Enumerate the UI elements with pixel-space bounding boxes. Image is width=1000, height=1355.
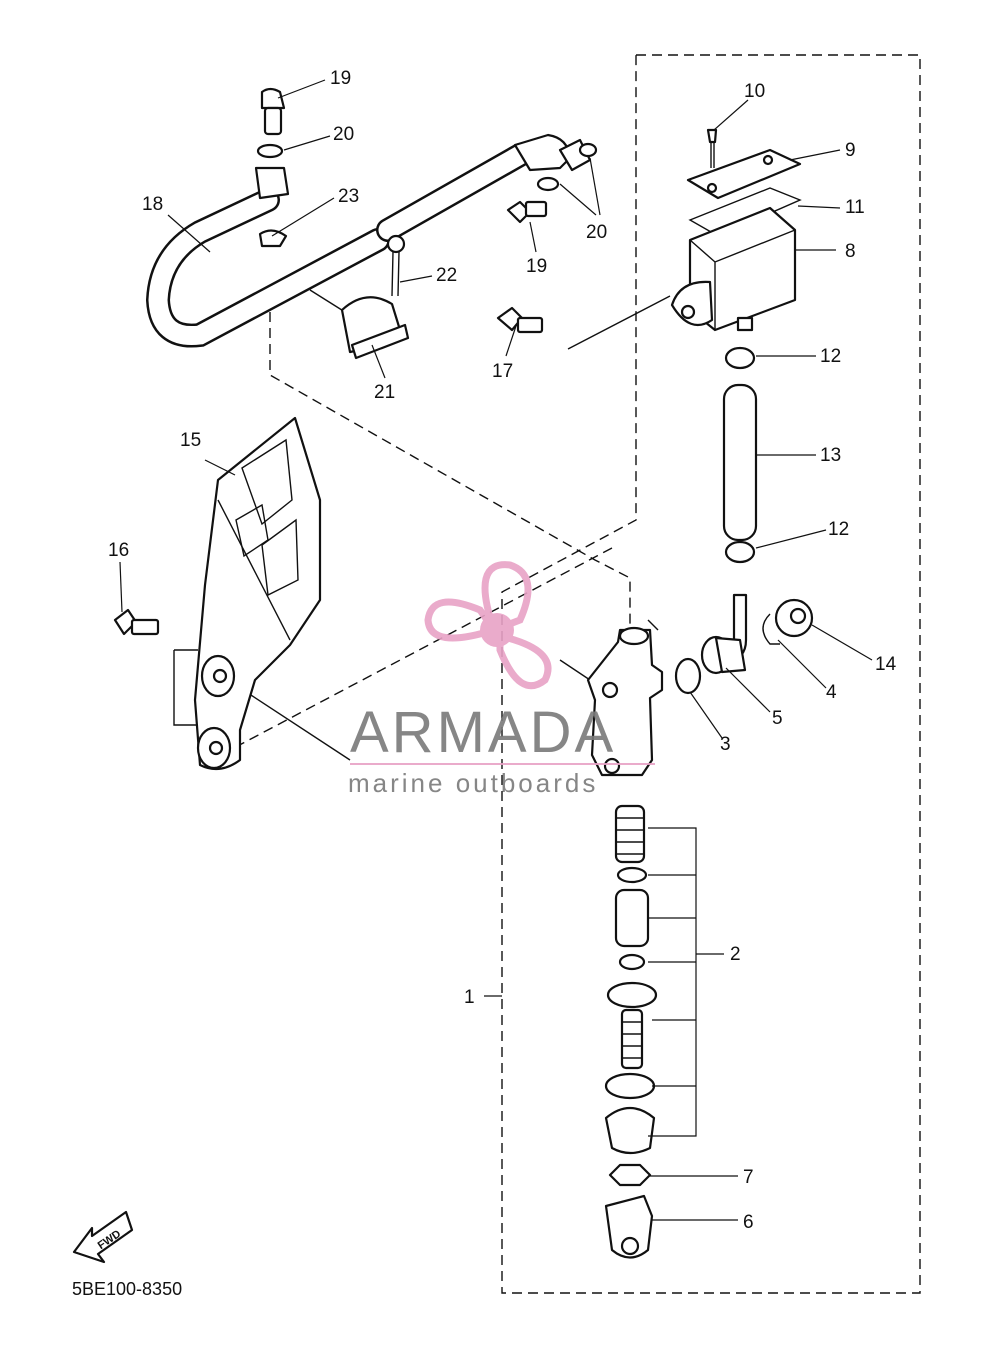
reservoir-assembly [670,128,802,332]
callout-13: 13 [820,445,841,466]
propeller-logo-icon [424,561,552,690]
callout-19a: 19 [330,68,351,89]
callout-3: 3 [720,734,731,755]
callout-14: 14 [875,654,897,675]
callout-5: 5 [772,708,783,729]
hose-assembly [145,87,598,360]
watermark-tagline: marine outboards [348,768,598,798]
piston-kit [604,804,658,1259]
callout-19b: 19 [526,256,547,277]
callout-17: 17 [492,361,513,382]
callout-15: 15 [180,430,201,451]
callout-labels: 19 20 18 23 22 21 17 19 20 10 9 11 8 12 … [108,68,897,1233]
watermark-brand: ARMADA [350,700,616,765]
callout-16: 16 [108,540,129,561]
callout-7: 7 [743,1167,754,1188]
callout-11: 11 [845,197,865,218]
callout-10: 10 [744,81,765,102]
callout-20b: 20 [586,222,607,243]
callout-6: 6 [743,1212,754,1233]
watermark: ARMADA marine outboards [348,561,655,798]
side-parts [674,598,814,695]
callout-12a: 12 [820,346,841,367]
leader-lines [119,79,873,1221]
callout-20a: 20 [333,124,354,145]
master-cylinder [586,619,664,777]
diagram-code: 5BE100-8350 [72,1279,182,1299]
callout-12b: 12 [828,519,849,540]
callout-8: 8 [845,241,856,262]
callout-18: 18 [142,194,163,215]
assembly-outline [501,54,921,1294]
callout-4: 4 [826,682,837,703]
callout-21: 21 [374,382,395,403]
tube-assembly [714,346,758,662]
callout-2: 2 [730,944,741,965]
callout-23: 23 [338,186,359,207]
callout-9: 9 [845,140,856,161]
fwd-arrow: FWD [72,1210,134,1264]
mounting-bracket [113,416,322,771]
callout-1: 1 [464,987,475,1008]
callout-22: 22 [436,265,457,286]
